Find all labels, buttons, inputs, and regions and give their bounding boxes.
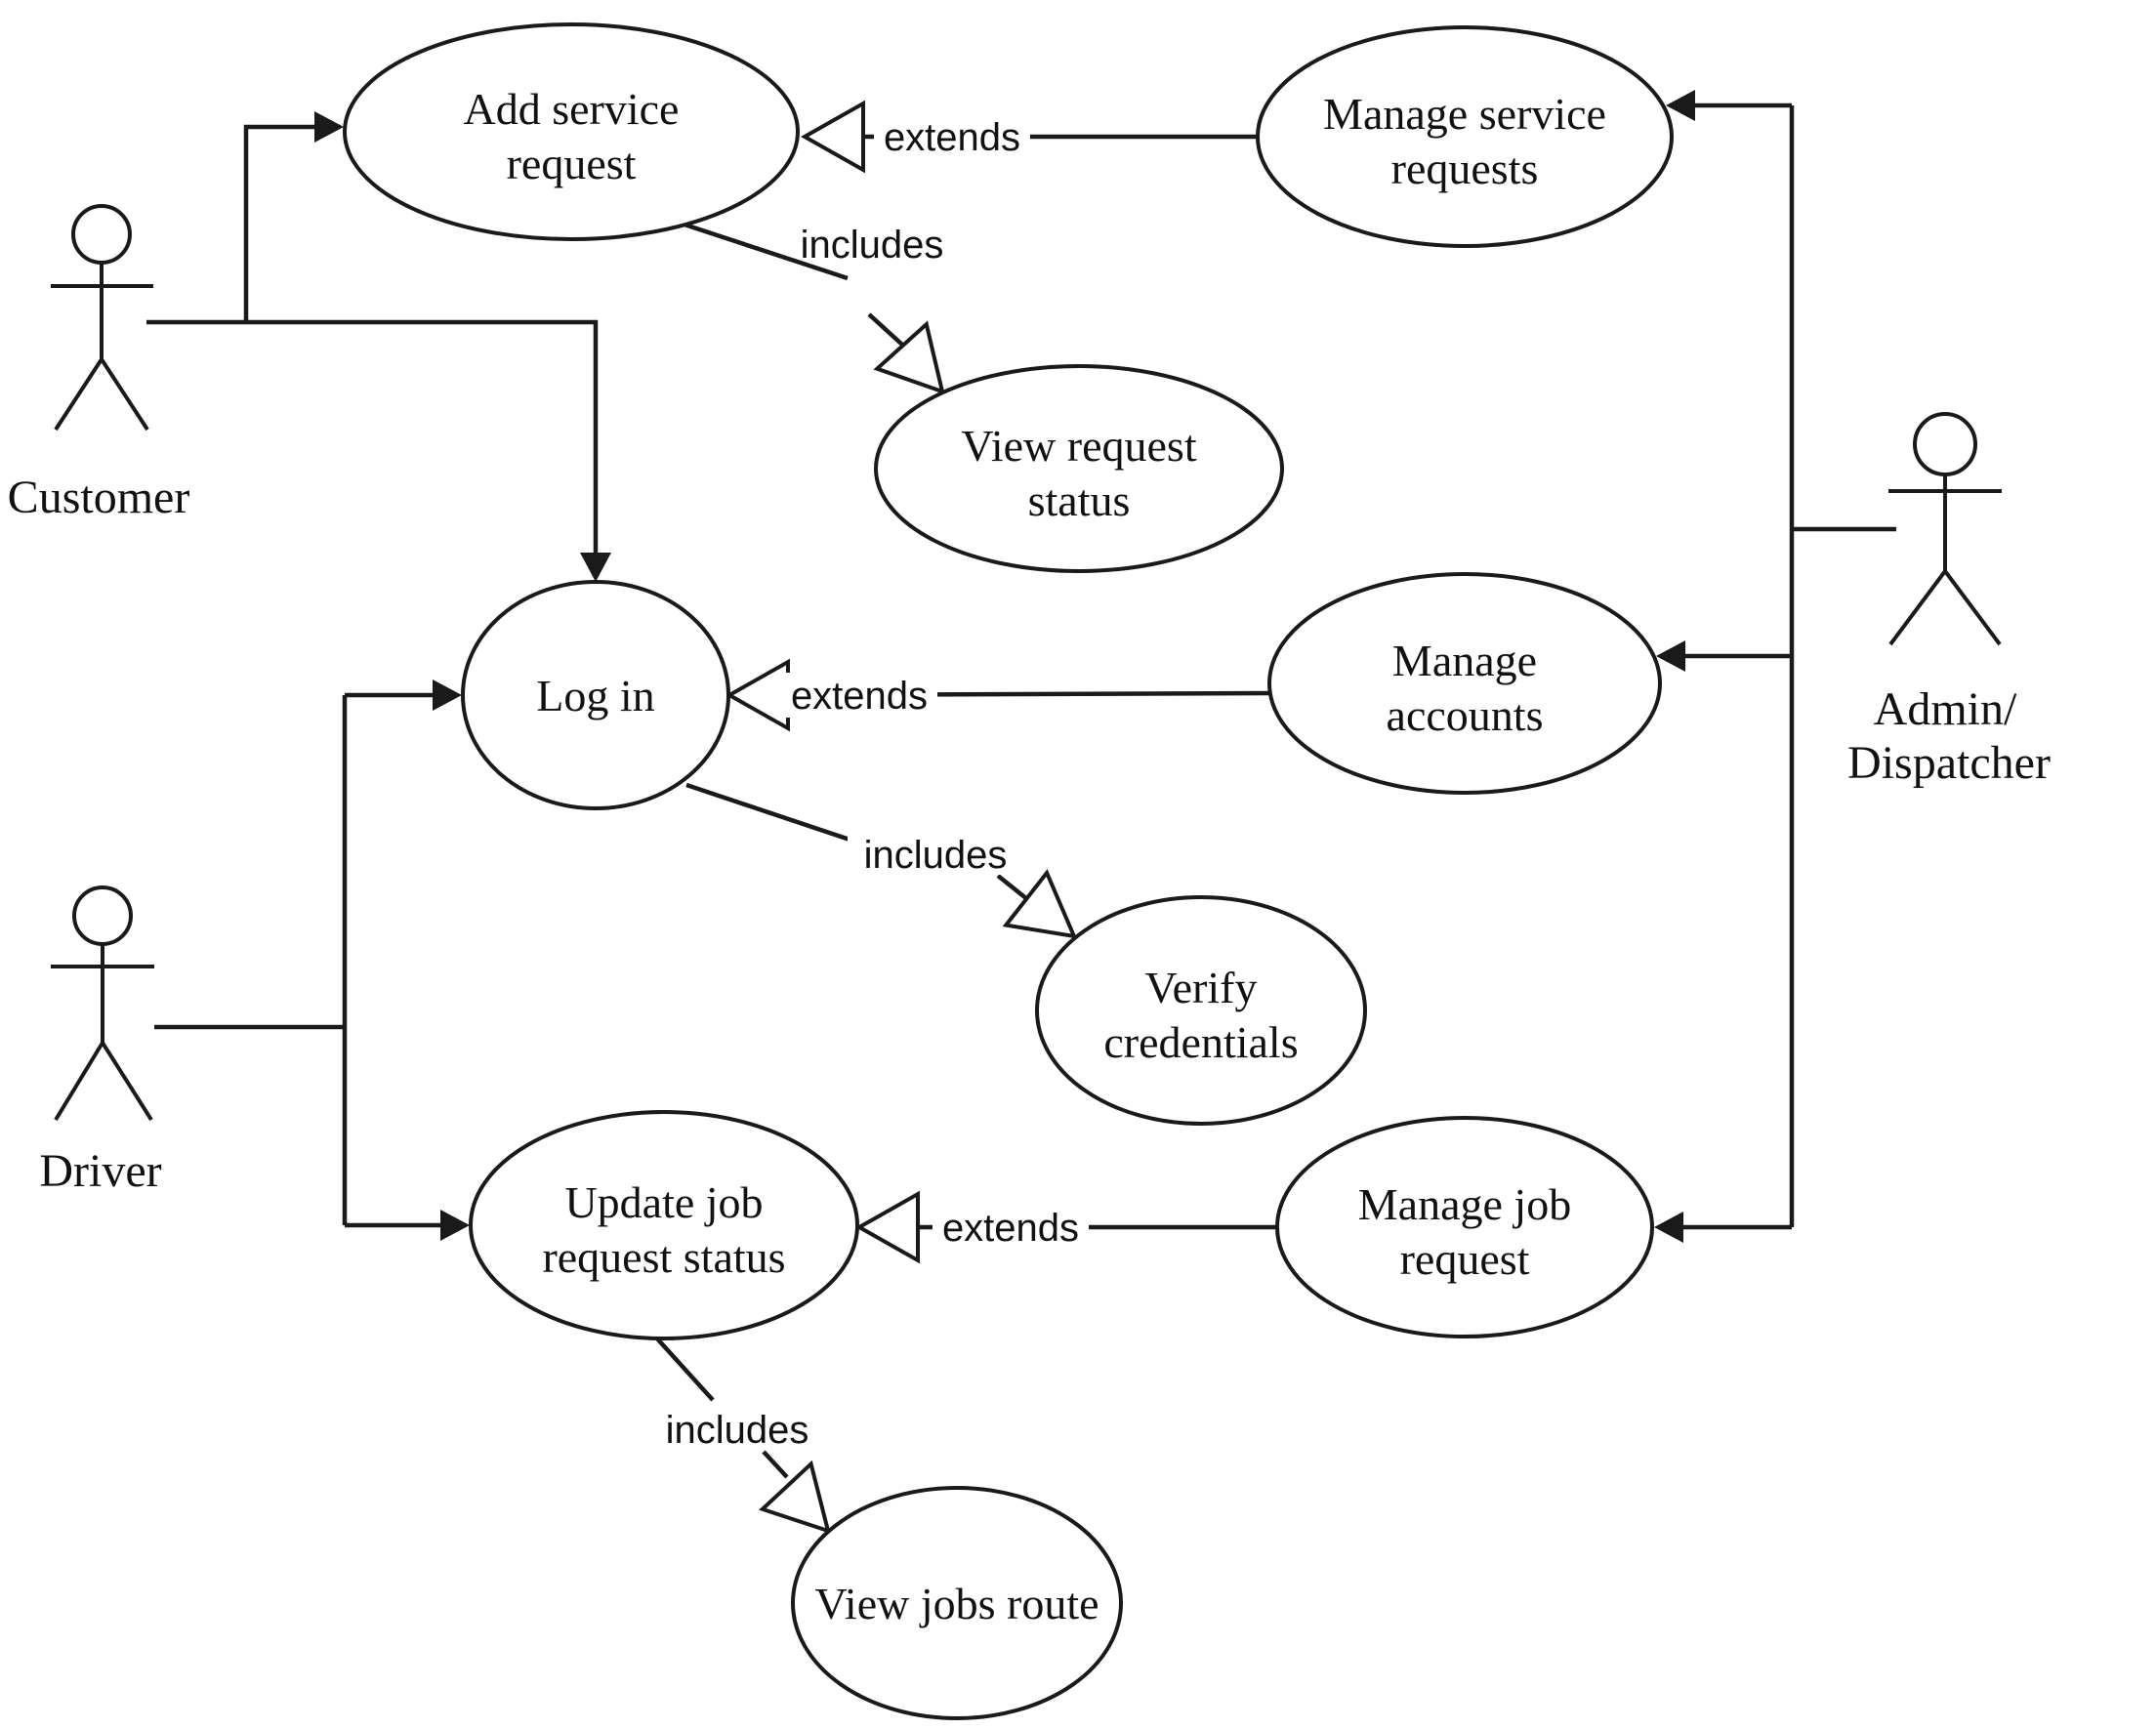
includes-connector-view-jobs-route: includes: [654, 1336, 831, 1535]
extends-connector-manage-accounts: extends: [725, 658, 1271, 732]
extends-triangle-icon-3: [854, 1190, 920, 1264]
association-customer-add-service-line: [243, 124, 317, 322]
use-case-log-in: Log in: [461, 580, 730, 810]
includes-tail-1: [867, 312, 904, 347]
extends-label-bg-1: [874, 114, 1030, 159]
log-in-label: Log in: [536, 671, 654, 720]
extends-label-1: extends: [884, 116, 1020, 159]
association-admin-lines: [1654, 90, 1896, 1243]
extends-connector-manage-job-request: extends: [854, 1190, 1277, 1264]
includes-triangle-icon-2: [1002, 869, 1078, 939]
actor-label-admin: Admin/: [1874, 683, 2017, 735]
actor-admin-dispatcher: Admin/ Dispatcher: [1847, 412, 2051, 789]
manage-job-request-label-2: request: [1400, 1234, 1530, 1284]
manage-service-requests-label-1: Manage service: [1323, 89, 1606, 139]
includes-line-2: [685, 782, 880, 852]
arrowhead-into-add-service-request: [314, 111, 344, 143]
verify-credentials-ellipse: [1035, 895, 1367, 1126]
view-request-status-label-2: status: [1028, 475, 1131, 525]
arrowhead-into-manage-job-request: [1654, 1212, 1683, 1243]
includes-label-3: includes: [666, 1409, 809, 1452]
view-jobs-route-label: View jobs route: [814, 1579, 1099, 1628]
driver-legs: [54, 1039, 153, 1122]
log-in-ellipse: [461, 580, 730, 810]
arrowhead-into-log-in-left: [433, 679, 462, 711]
add-service-request-label-1: Add service: [464, 84, 680, 134]
use-case-view-jobs-route: View jobs route: [791, 1486, 1123, 1720]
includes-tail-3: [762, 1450, 789, 1479]
arrowhead-into-manage-accounts: [1656, 640, 1685, 672]
use-case-update-job-request-status: Update job request status: [469, 1110, 859, 1340]
actor-label-dispatcher: Dispatcher: [1847, 737, 2051, 789]
add-service-request-label-2: request: [507, 139, 637, 188]
arrowhead-into-update-job-request: [440, 1210, 470, 1241]
includes-label-bg-2: [848, 832, 1023, 875]
manage-job-request-ellipse: [1275, 1116, 1654, 1338]
includes-triangle-icon-3: [759, 1460, 831, 1535]
actor-driver: Driver: [39, 885, 162, 1197]
includes-connector-view-request-status: includes: [678, 220, 945, 395]
actor-label-customer: Customer: [8, 472, 190, 523]
actor-customer: Customer: [8, 204, 190, 523]
extends-label-bg-3: [933, 1205, 1089, 1250]
extends-label-3: extends: [942, 1207, 1079, 1250]
arrowhead-into-log-in-top: [580, 553, 611, 582]
use-case-add-service-request: Add service request: [343, 22, 800, 241]
admin-head-icon: [1913, 412, 1977, 476]
extends-connector-manage-service-requests: extends: [800, 100, 1258, 174]
includes-triangle-icon-1: [873, 320, 945, 395]
admin-legs: [1888, 567, 2002, 646]
update-job-request-status-ellipse: [469, 1110, 859, 1340]
association-customer-login-line: [146, 319, 599, 555]
use-case-manage-job-request: Manage job request: [1275, 1116, 1654, 1338]
view-request-status-ellipse: [874, 364, 1284, 573]
includes-connector-verify-credentials: includes: [685, 782, 1078, 939]
actor-label-driver: Driver: [39, 1145, 161, 1197]
customer-legs: [54, 355, 149, 432]
extends-label-bg-2: [781, 673, 937, 718]
includes-label-2: includes: [864, 834, 1008, 877]
update-job-request-status-label-2: request status: [542, 1232, 785, 1282]
add-service-request-ellipse: [343, 22, 800, 241]
view-jobs-route-ellipse: [791, 1486, 1123, 1720]
manage-job-request-label-1: Manage job: [1358, 1179, 1571, 1229]
driver-head-icon: [72, 885, 133, 946]
extends-label-2: extends: [791, 675, 928, 718]
verify-credentials-label-2: credentials: [1103, 1017, 1298, 1067]
use-case-manage-accounts: Manage accounts: [1267, 572, 1662, 795]
includes-line-1: [678, 220, 849, 281]
extends-triangle-icon-2: [725, 658, 790, 732]
manage-accounts-label-1: Manage: [1392, 636, 1537, 685]
manage-service-requests-ellipse: [1256, 25, 1674, 248]
customer-head-icon: [71, 204, 132, 265]
manage-accounts-ellipse: [1267, 572, 1662, 795]
manage-accounts-label-2: accounts: [1387, 690, 1544, 740]
update-job-request-status-label-1: Update job: [564, 1177, 763, 1227]
association-customer-lines: [146, 111, 611, 582]
use-case-view-request-status: View request status: [874, 364, 1284, 573]
manage-service-requests-label-2: requests: [1391, 144, 1539, 193]
use-case-manage-service-requests: Manage service requests: [1256, 25, 1674, 248]
includes-tail-2: [996, 874, 1029, 901]
includes-label-1: includes: [801, 224, 944, 267]
view-request-status-label-1: View request: [961, 421, 1196, 471]
includes-line-3: [654, 1336, 715, 1402]
use-case-verify-credentials: Verify credentials: [1035, 895, 1367, 1126]
verify-credentials-label-1: Verify: [1145, 963, 1258, 1012]
association-driver-lines: [154, 679, 470, 1241]
extends-triangle-icon-1: [800, 100, 865, 174]
arrowhead-into-manage-service-requests: [1666, 90, 1695, 121]
